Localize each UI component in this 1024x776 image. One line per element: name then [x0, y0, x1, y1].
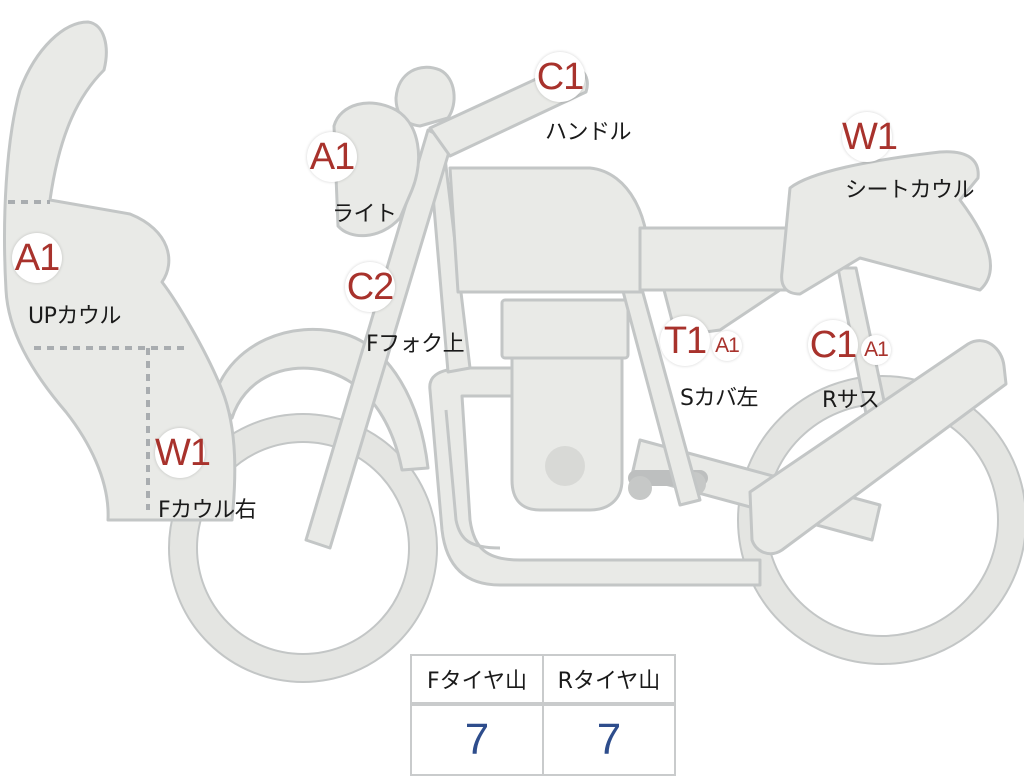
label-light: ライト — [332, 202, 397, 227]
front-cowl — [3, 20, 237, 522]
engine-block — [510, 356, 624, 512]
marker-s-cover-left[interactable]: T1 — [660, 316, 710, 366]
marker-s-cover-left-extra[interactable]: A1 — [712, 331, 742, 361]
side-cover — [638, 226, 788, 292]
marker-f-cowl-right[interactable]: W1 — [155, 428, 211, 478]
tire-tread-table: Fタイヤ山 Rタイヤ山 7 7 — [410, 654, 676, 776]
value-front-tire: 7 — [410, 703, 544, 776]
label-s-cover-left: Sカバ左 — [680, 386, 758, 411]
marker-f-fork-upper[interactable]: C2 — [345, 262, 395, 312]
label-f-cowl-right: Fカウル右 — [158, 498, 257, 523]
seat-cowl-shape — [780, 150, 992, 296]
label-seat-cowl: シートカウル — [845, 178, 975, 203]
label-handle: ハンドル — [545, 120, 632, 145]
value-rear-tire: 7 — [542, 703, 676, 776]
label-up-cowl: UPカウル — [28, 304, 121, 329]
label-r-suspension: Rサス — [822, 388, 880, 413]
marker-up-cowl[interactable]: A1 — [12, 233, 62, 283]
engine-top — [500, 298, 630, 360]
headlight — [332, 101, 420, 238]
marker-seat-cowl[interactable]: W1 — [842, 112, 898, 162]
engine-cover — [545, 446, 585, 486]
marker-r-suspension[interactable]: C1 — [808, 320, 858, 370]
marker-r-suspension-extra[interactable]: A1 — [861, 335, 891, 365]
muffler — [748, 339, 1008, 556]
header-front-tire: Fタイヤ山 — [410, 654, 544, 706]
marker-light[interactable]: A1 — [307, 132, 357, 182]
label-f-fork-upper: Fフォク上 — [366, 332, 465, 357]
front-wheel — [169, 414, 437, 682]
header-rear-tire: Rタイヤ山 — [542, 654, 676, 706]
fuel-tank — [448, 166, 650, 294]
marker-handle[interactable]: C1 — [535, 52, 585, 102]
